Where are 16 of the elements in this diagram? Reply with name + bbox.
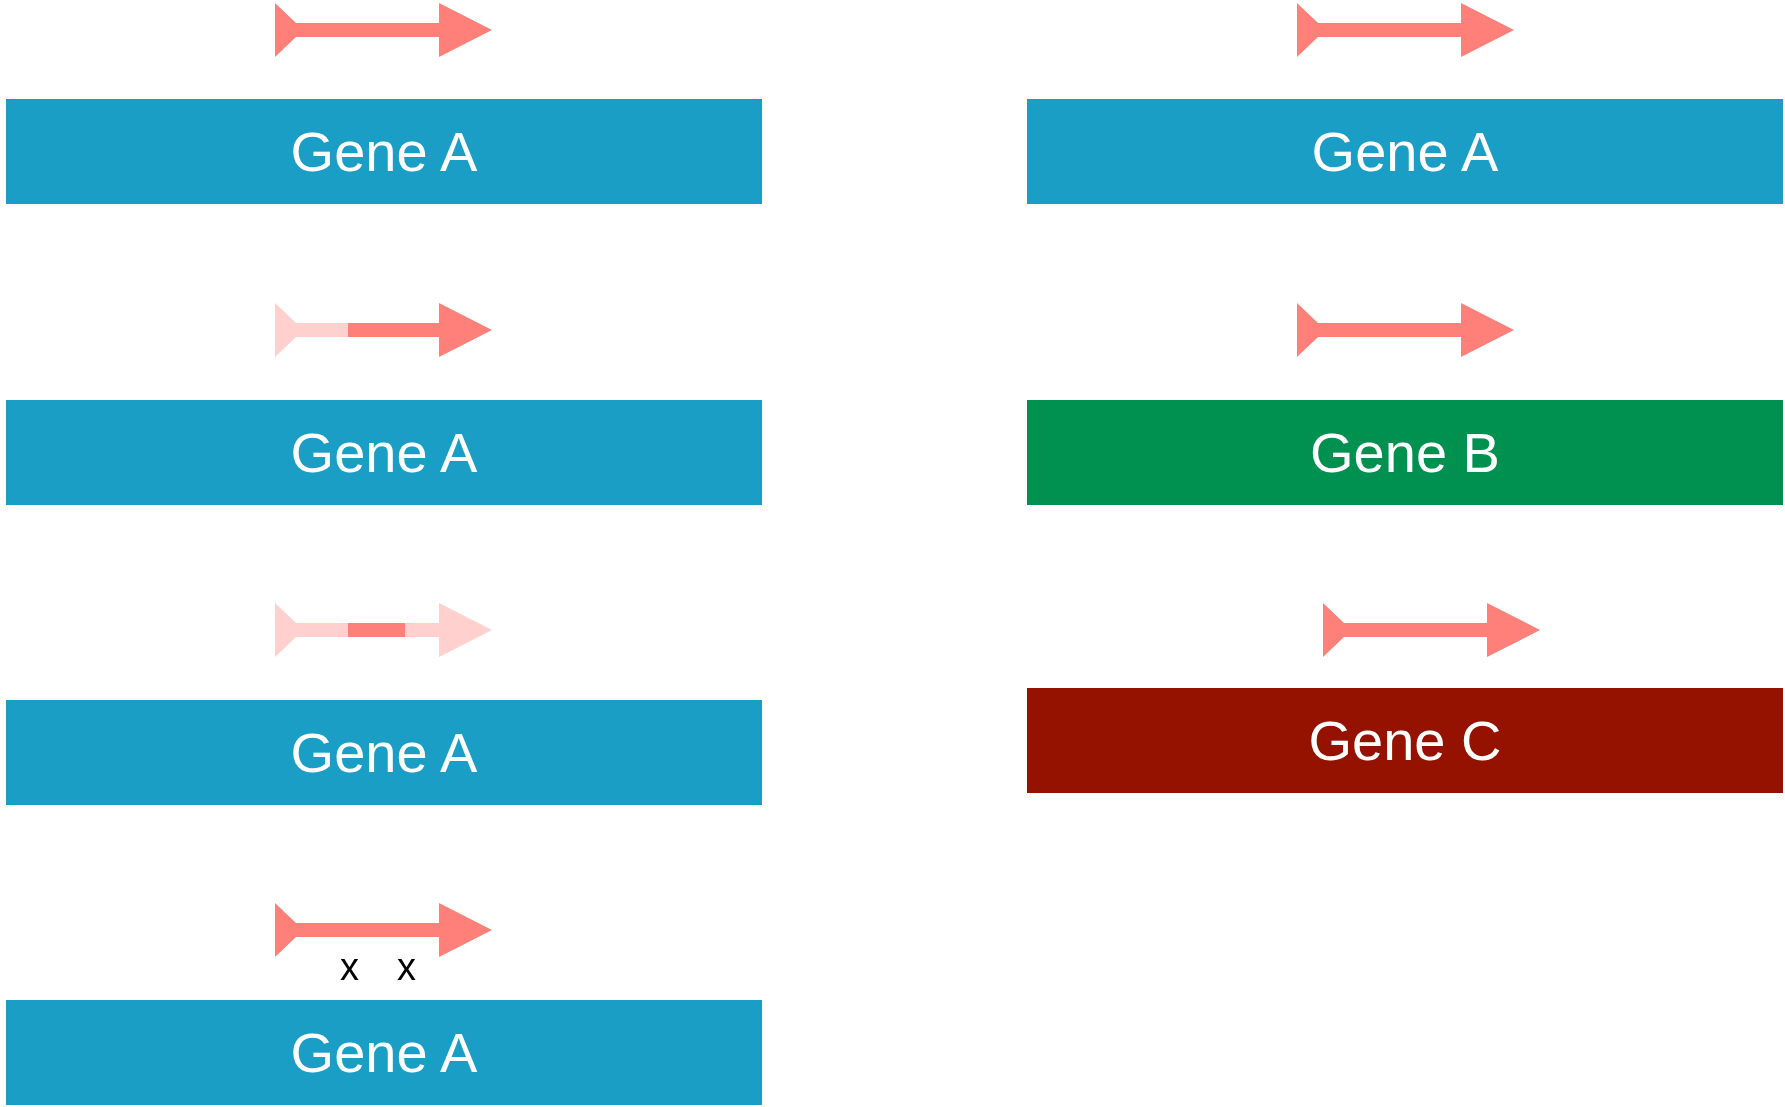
gene-name: Gene A xyxy=(1311,119,1499,184)
gene-bar xyxy=(6,99,762,204)
gene-name: Gene C xyxy=(1308,708,1502,773)
gene-bar xyxy=(6,700,762,805)
gene-bar xyxy=(1027,400,1783,505)
gene-name: Gene A xyxy=(290,720,478,785)
gene-name: Gene A xyxy=(290,420,478,485)
gene-bar xyxy=(6,1000,762,1105)
gene-bar xyxy=(6,400,762,505)
gene-name: Gene B xyxy=(1310,420,1500,485)
gene-bar xyxy=(1027,688,1783,793)
gene-name: Gene A xyxy=(290,1020,478,1085)
gene-bar xyxy=(1027,99,1783,204)
mutation-mark: x xyxy=(340,948,359,986)
mutation-mark: x xyxy=(397,948,416,986)
gene-name: Gene A xyxy=(290,119,478,184)
